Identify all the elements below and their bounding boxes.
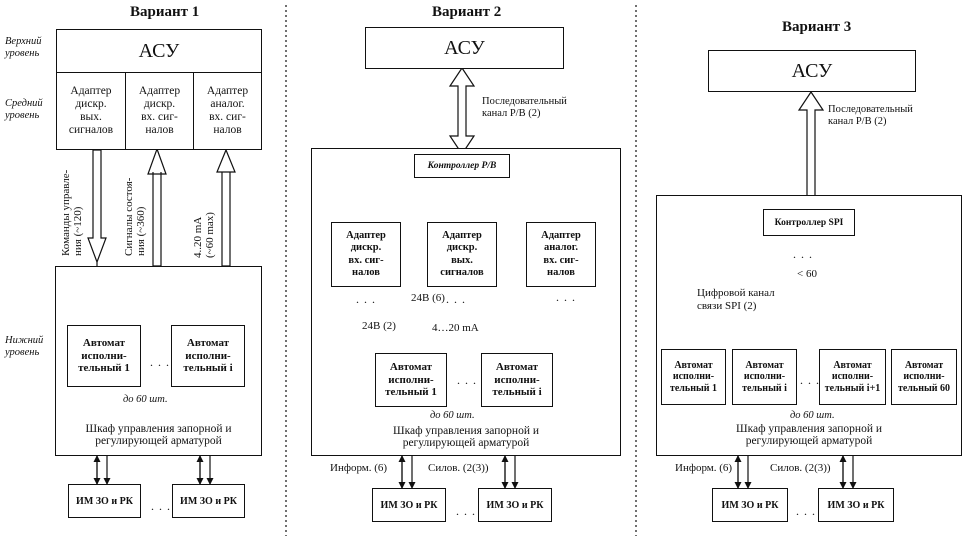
v1-auto-1: Автомат исполни- тельный 1 bbox=[67, 325, 141, 387]
v3-im-2-label: ИМ ЗО и РК bbox=[827, 499, 885, 511]
v2-im-1-label: ИМ ЗО и РК bbox=[380, 499, 438, 511]
v1-im-1: ИМ ЗО и РК bbox=[68, 484, 141, 518]
v1-state-arrowhead bbox=[147, 147, 167, 175]
v3-lt60-label: < 60 bbox=[797, 268, 817, 280]
v1-auto-dots: . . . bbox=[150, 355, 170, 369]
v1-cmd-label: Команды управле- ния (~120) bbox=[60, 169, 85, 256]
v1-cabinet-label: Шкаф управления запорной и регулирующей … bbox=[85, 423, 232, 447]
v2-adapter-din: Адаптер дискр. вх. сиг- налов bbox=[331, 222, 401, 287]
v2-power-label: Силов. (2(3)) bbox=[428, 462, 489, 474]
v2-auto-1: Автомат исполни- тельный 1 bbox=[375, 353, 447, 407]
v1-level-mid: Средний уровень bbox=[5, 98, 43, 122]
v2-title: Вариант 2 bbox=[432, 4, 502, 20]
v2-channel-hollow-arrow bbox=[448, 66, 476, 156]
v2-label-24b-2: 24В (2) bbox=[362, 320, 396, 332]
v3-spi-label: Цифровой канал связи SPI (2) bbox=[697, 287, 775, 312]
v2-asu-label: АСУ bbox=[444, 36, 485, 59]
v3-im-dots: . . . bbox=[796, 504, 816, 518]
v1-level-top: Верхний уровень bbox=[5, 36, 42, 60]
v1-auto-i: Автомат исполни- тельный i bbox=[171, 325, 245, 387]
v2-controller: Контроллер P/B bbox=[414, 154, 510, 178]
v3-inform-label: Информ. (6) bbox=[675, 462, 733, 474]
v1-analog-label: 4..20 mA (~60 max) bbox=[192, 212, 217, 258]
v2-inform-label: Информ. (6) bbox=[330, 462, 388, 474]
v2-dots-a2: . . . bbox=[446, 292, 466, 306]
v3-auto-dots: . . . bbox=[800, 373, 820, 387]
v2-im-2-label: ИМ ЗО и РК bbox=[486, 499, 544, 511]
v3-controller: Контроллер SPI bbox=[763, 209, 855, 236]
v1-state-label: Сигналы состоя- ния (~360) bbox=[123, 177, 148, 256]
v1-adapter-ain: Адаптер аналог. вх. сиг- налов bbox=[193, 72, 262, 150]
v1-title: Вариант 1 bbox=[130, 4, 200, 20]
v3-asu-label: АСУ bbox=[791, 59, 833, 82]
v2-im-dots: . . . bbox=[456, 504, 476, 518]
v2-dots-a3: . . . bbox=[556, 290, 576, 304]
v1-asu-box: АСУ bbox=[56, 29, 262, 73]
v2-count: до 60 шт. bbox=[430, 410, 475, 421]
v1-asu-label: АСУ bbox=[138, 39, 180, 62]
v1-level-low: Нижний уровень bbox=[5, 335, 44, 359]
v3-channel-label: Последовательный канал P/B (2) bbox=[828, 104, 913, 128]
v2-cabinet-label: Шкаф управления запорной и регулирующей … bbox=[392, 425, 540, 449]
v1-im-dots: . . . bbox=[151, 499, 171, 513]
v1-cmd-hollow-arrow bbox=[87, 149, 107, 264]
v3-im-1-label: ИМ ЗО и РК bbox=[721, 499, 779, 511]
v3-auto-60: Автомат исполни- тельный 60 bbox=[891, 349, 957, 405]
v3-im-1: ИМ ЗО и РК bbox=[712, 488, 788, 522]
v3-auto-i: Автомат исполни- тельный i bbox=[732, 349, 797, 405]
v1-im-2: ИМ ЗО и РК bbox=[172, 484, 245, 518]
v1-state-hollow-shaft bbox=[152, 172, 162, 267]
v3-asu-box: АСУ bbox=[708, 50, 916, 92]
v2-im-2: ИМ ЗО и РК bbox=[478, 488, 552, 522]
v3-controller-label: Контроллер SPI bbox=[774, 217, 844, 228]
v3-cabinet-label: Шкаф управления запорной и регулирующей … bbox=[735, 423, 883, 447]
v2-im-1: ИМ ЗО и РК bbox=[372, 488, 446, 522]
v1-analog-hollow-shaft bbox=[221, 172, 231, 267]
v2-label-24b-6: 24В (6) bbox=[411, 292, 445, 304]
v1-adapter-dout: Адаптер дискр. вых. сигналов bbox=[56, 72, 126, 150]
v3-cabinet: Шкаф управления запорной и регулирующей … bbox=[656, 195, 962, 456]
v2-adapter-ain: Адаптер аналог. вх. сиг- налов bbox=[526, 222, 596, 287]
v1-im-1-label: ИМ ЗО и РК bbox=[76, 495, 133, 507]
v2-dots-a1: . . . bbox=[356, 292, 376, 306]
v2-controller-label: Контроллер P/B bbox=[427, 161, 497, 171]
v2-channel-label: Последовательный канал P/B (2) bbox=[482, 96, 567, 120]
v2-auto-dots: . . . bbox=[457, 373, 477, 387]
v1-im-2-label: ИМ ЗО и РК bbox=[180, 495, 237, 507]
v1-count: до 60 шт. bbox=[123, 394, 168, 405]
v3-auto-1: Автомат исполни- тельный 1 bbox=[661, 349, 726, 405]
v2-auto-i: Автомат исполни- тельный i bbox=[481, 353, 553, 407]
v2-cabinet: Шкаф управления запорной и регулирующей … bbox=[311, 148, 621, 456]
v2-adapter-dout: Адаптер дискр. вых. сигналов bbox=[427, 222, 497, 287]
v2-asu-box: АСУ bbox=[365, 27, 564, 69]
v2-label-420ma: 4…20 mA bbox=[432, 322, 479, 334]
v3-count: до 60 шт. bbox=[790, 410, 835, 421]
v3-im-2: ИМ ЗО и РК bbox=[818, 488, 894, 522]
v1-adapter-din: Адаптер дискр. вх. сиг- налов bbox=[125, 72, 194, 150]
v1-analog-arrowhead bbox=[216, 148, 236, 173]
v3-ctl-dots: . . . bbox=[793, 247, 813, 261]
v3-auto-i1: Автомат исполни- тельный i+1 bbox=[819, 349, 886, 405]
v3-title: Вариант 3 bbox=[782, 19, 852, 35]
v3-power-label: Силов. (2(3)) bbox=[770, 462, 831, 474]
v1-adapters-row: Адаптер дискр. вых. сигналов Адаптер дис… bbox=[56, 72, 262, 150]
v3-channel-hollow-arrow bbox=[797, 90, 825, 210]
